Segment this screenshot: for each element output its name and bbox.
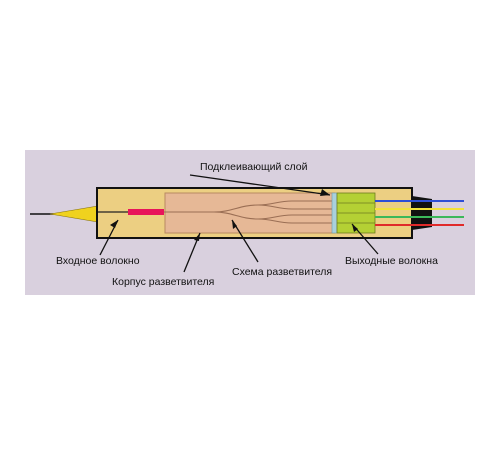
label-splitter-circuit: Схема разветвителя [232,266,332,278]
arrowheads [110,189,358,241]
output-fibers [375,200,464,226]
output-fiber-block [336,192,376,234]
ribbon-end [412,196,432,230]
label-adhesive-layer: Подклеивающий слой [200,161,308,173]
splitter-waveguides [164,200,332,224]
fiber-red-sleeve [128,209,164,215]
splitter-chip [164,192,336,234]
label-output-fibers: Выходные волокна [345,255,438,267]
label-splitter-body: Корпус разветвителя [112,276,214,288]
label-input-fiber: Входное волокно [56,255,140,267]
adhesive-layer [331,192,338,234]
